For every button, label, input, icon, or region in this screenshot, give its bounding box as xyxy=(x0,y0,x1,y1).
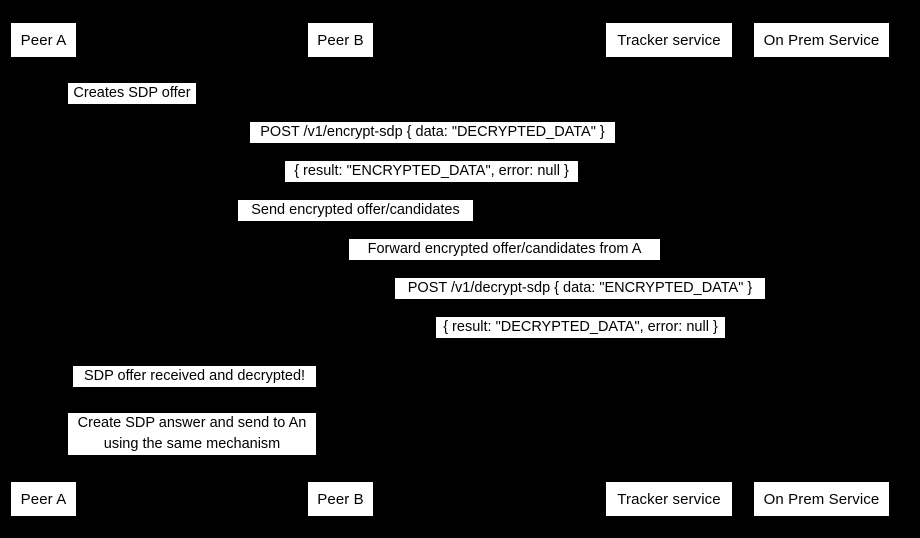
participant-bottom-peer-b: Peer B xyxy=(307,481,374,517)
message-label-line: using the same mechanism xyxy=(103,436,281,452)
participant-top-tracker-service: Tracker service xyxy=(605,22,733,58)
message-label: Send encrypted offer/candidates xyxy=(238,200,473,221)
message-label-multiline: Create SDP answer and send to An using th… xyxy=(68,413,316,455)
message-label: Creates SDP offer xyxy=(68,83,196,104)
message-label: POST /v1/decrypt-sdp { data: "ENCRYPTED_… xyxy=(395,278,765,299)
participant-top-on-prem-service: On Prem Service xyxy=(753,22,890,58)
participant-bottom-peer-a: Peer A xyxy=(10,481,77,517)
participant-bottom-on-prem-service: On Prem Service xyxy=(753,481,890,517)
message-label-line: Create SDP answer and send to An xyxy=(77,415,307,431)
lifeline-peer-b xyxy=(340,58,341,481)
message-label: { result: "DECRYPTED_DATA", error: null … xyxy=(436,317,725,338)
message-label: { result: "ENCRYPTED_DATA", error: null … xyxy=(285,161,578,182)
message-label: POST /v1/encrypt-sdp { data: "DECRYPTED_… xyxy=(250,122,615,143)
participant-top-peer-a: Peer A xyxy=(10,22,77,58)
lifeline-peer-a xyxy=(43,58,44,481)
participant-bottom-tracker-service: Tracker service xyxy=(605,481,733,517)
participant-top-peer-b: Peer B xyxy=(307,22,374,58)
message-label: Forward encrypted offer/candidates from … xyxy=(349,239,660,260)
lifeline-on-prem-service xyxy=(821,58,822,481)
message-label: SDP offer received and decrypted! xyxy=(73,366,316,387)
lifeline-tracker-service xyxy=(669,58,670,481)
